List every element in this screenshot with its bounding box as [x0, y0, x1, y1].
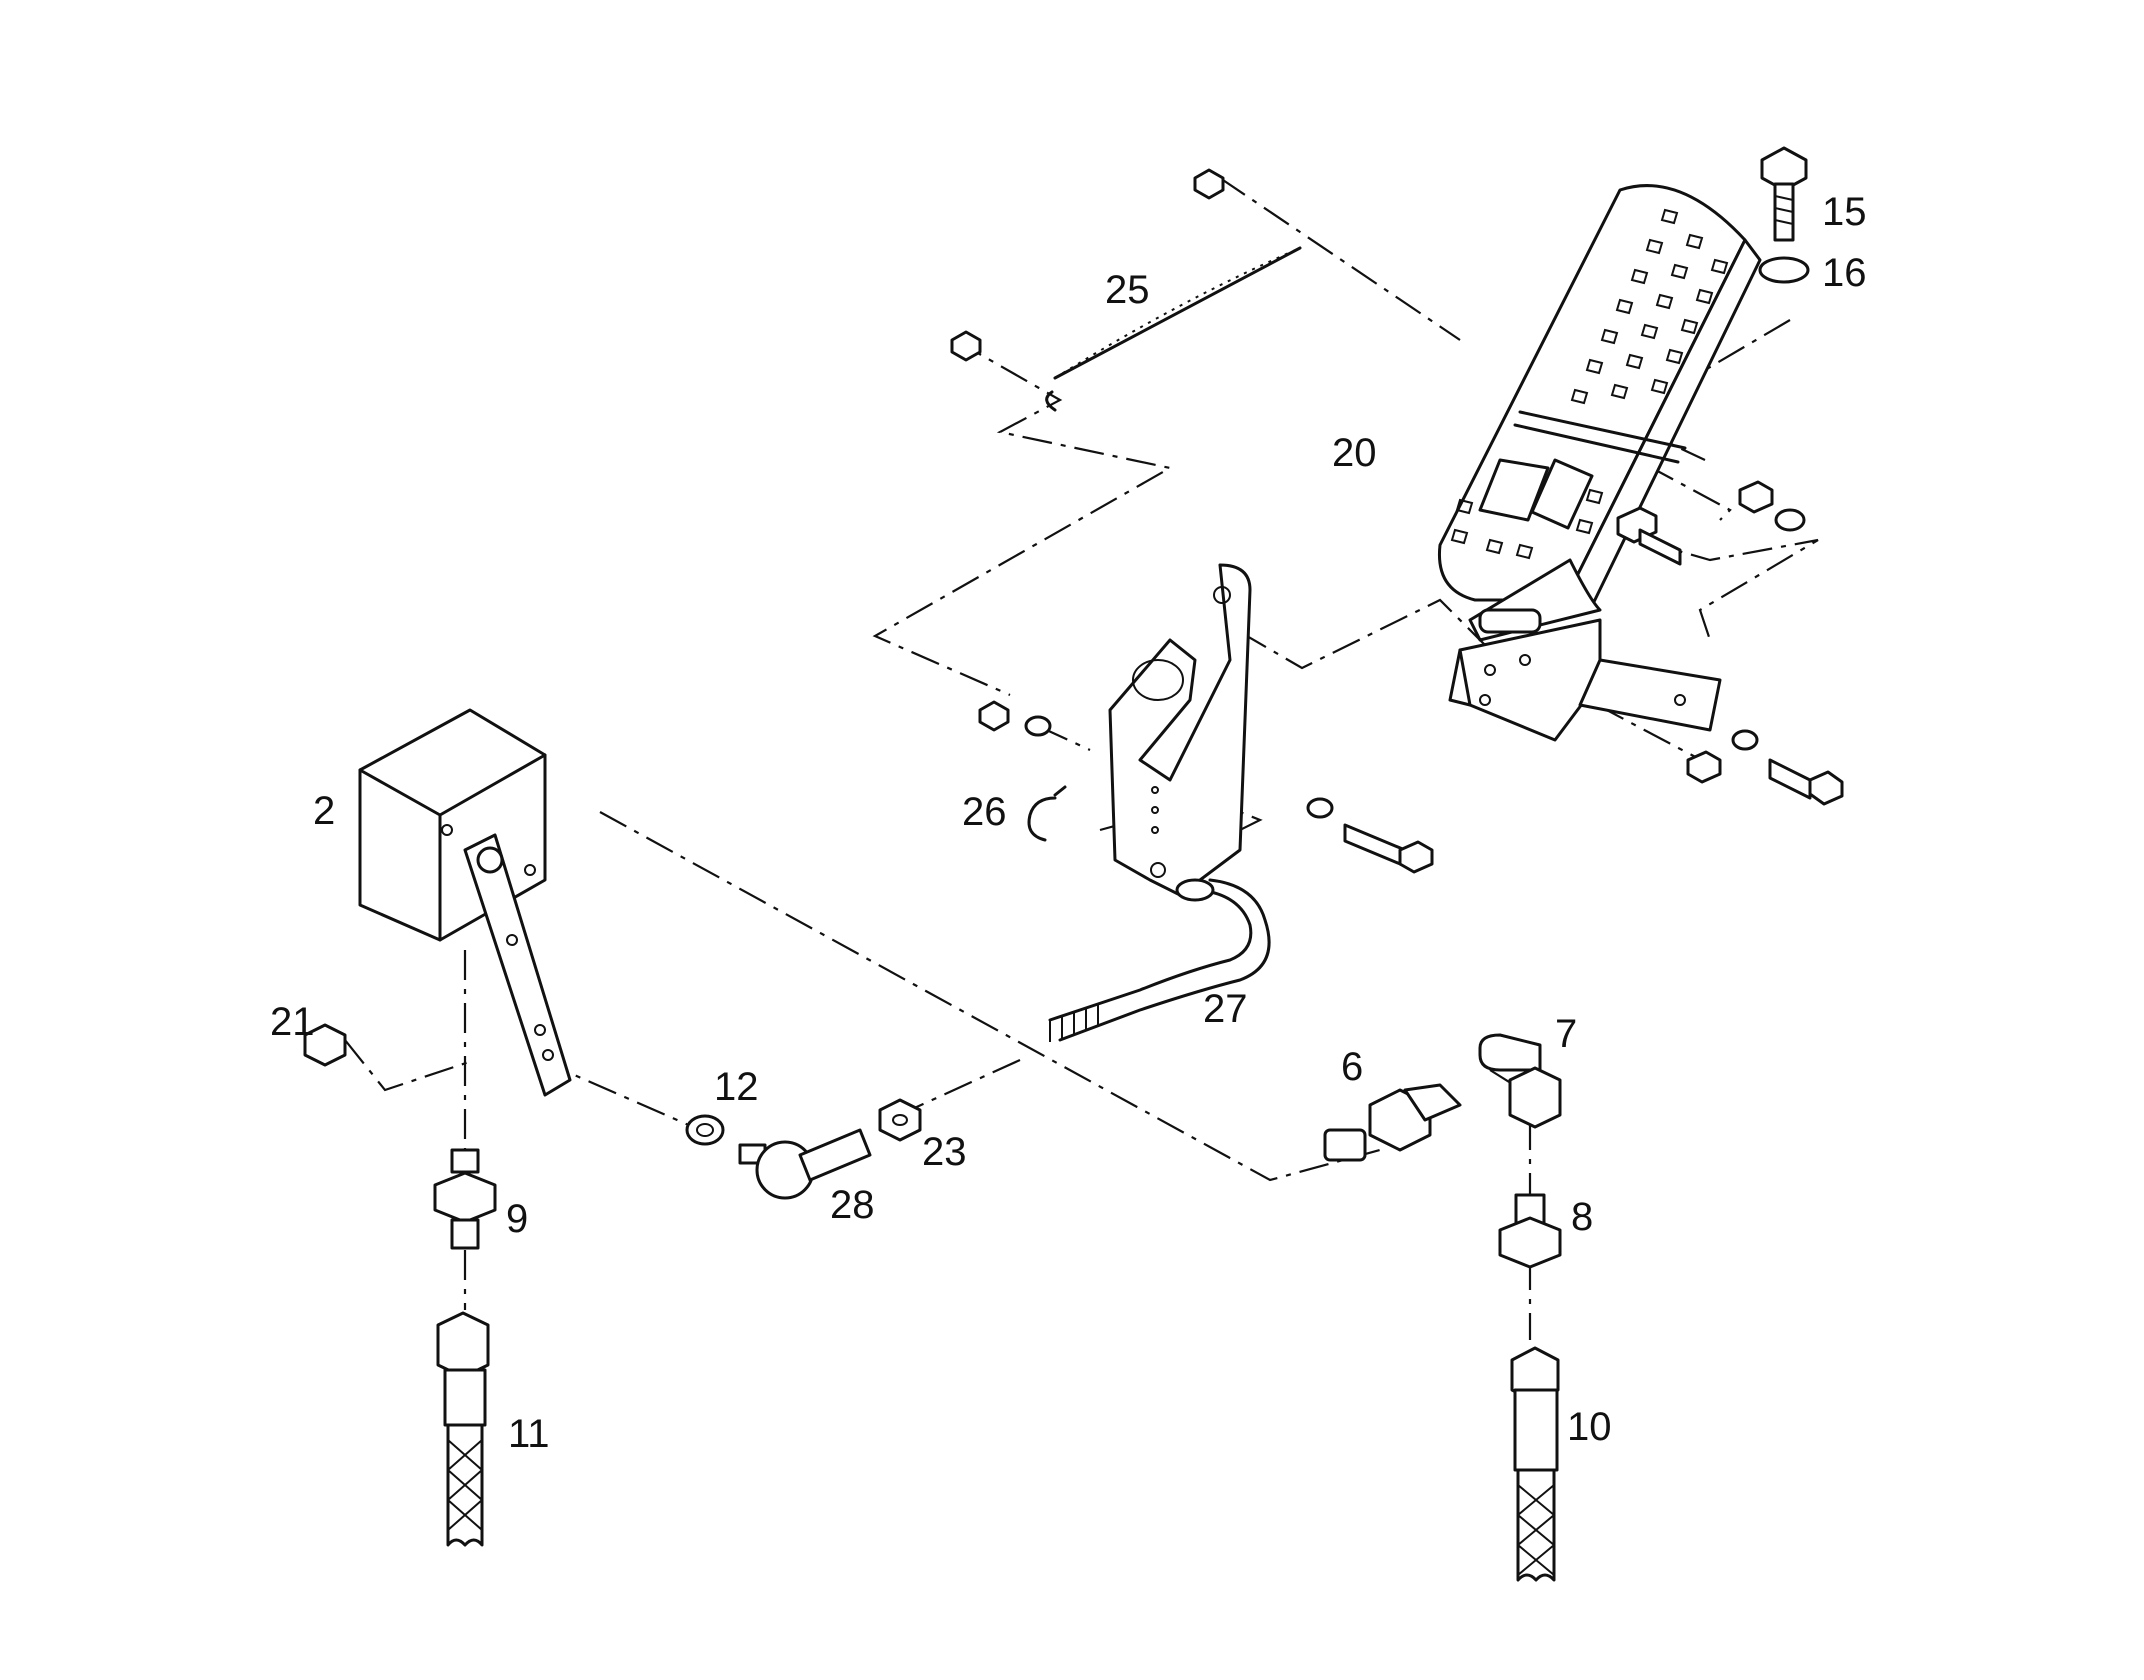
ball-joint-28	[738, 1128, 872, 1200]
callout-28: 28	[830, 1183, 875, 1227]
washer-12	[685, 1114, 725, 1146]
hose-11	[436, 1311, 490, 1547]
bolt-15	[1760, 146, 1808, 242]
nut-21	[303, 1023, 347, 1067]
callout-2: 2	[313, 789, 335, 833]
callout-7: 7	[1555, 1012, 1577, 1056]
callout-labels: 2 6 7 8 9 10 11 12 15 16 20 21 23 25 26 …	[270, 190, 1867, 1456]
return-spring-25	[950, 168, 1302, 412]
callout-27: 27	[1203, 987, 1248, 1031]
washer-16	[1758, 256, 1810, 284]
pedal-hardware	[1616, 480, 1844, 806]
callout-9: 9	[506, 1197, 528, 1241]
callout-25: 25	[1105, 268, 1150, 312]
rod-27	[1048, 878, 1271, 1042]
callout-16: 16	[1822, 251, 1867, 295]
actuator-box-2	[358, 708, 572, 1097]
callout-11: 11	[508, 1412, 550, 1456]
nut-23	[878, 1098, 922, 1142]
callout-8: 8	[1571, 1195, 1593, 1239]
callout-6: 6	[1341, 1045, 1363, 1089]
nipple-9	[433, 1148, 497, 1250]
hose-10	[1510, 1346, 1560, 1582]
pedal-grip-squares	[1450, 208, 1729, 560]
accelerator-pedal	[1437, 184, 1762, 742]
callout-20: 20	[1332, 431, 1377, 475]
callout-26: 26	[962, 790, 1007, 834]
bracket-26	[978, 563, 1434, 897]
callout-15: 15	[1822, 190, 1867, 234]
nipple-8	[1498, 1193, 1562, 1269]
elbow-7	[1478, 1033, 1562, 1129]
callout-12: 12	[714, 1065, 759, 1109]
callout-21: 21	[270, 1000, 315, 1044]
callout-10: 10	[1567, 1405, 1612, 1449]
callout-23: 23	[922, 1130, 967, 1174]
fitting-6	[1323, 1083, 1462, 1162]
